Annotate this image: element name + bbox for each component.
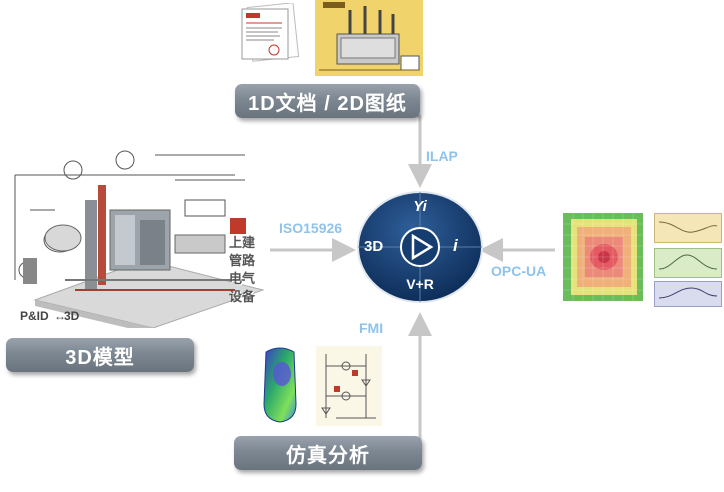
protocol-label-opcua: OPC-UA <box>491 263 547 279</box>
plant-side-labels: 上建 管路 电气 设备 <box>229 234 255 306</box>
plant-3d-model-image <box>5 140 265 334</box>
transformer-drawing-image <box>315 0 423 76</box>
heatmap-grid-image <box>563 213 643 301</box>
3d-caption: 3D <box>64 309 80 323</box>
piping-schematic-image <box>316 346 382 426</box>
3d-model-label-button: 3D模型 <box>6 338 194 372</box>
curve-panel-middle <box>654 248 722 278</box>
protocol-label-fmi: FMI <box>359 320 384 336</box>
protocol-label-ilap: ILAP <box>426 148 458 164</box>
simulation-label-button: 仿真分析 <box>234 436 422 470</box>
hub-segment-right: i <box>453 236 458 255</box>
docs-label-button: 1D文档 / 2D图纸 <box>235 84 420 118</box>
pid-to-3d-arrow-icon: ↔ <box>54 309 66 323</box>
pid-caption: P&ID <box>20 309 49 323</box>
hub-segment-left: 3D <box>364 238 384 255</box>
side-label-civil: 上建 <box>229 235 256 250</box>
side-label-piping: 管路 <box>229 253 256 268</box>
side-label-electrical: 电气 <box>229 271 256 286</box>
certificate-document-image <box>238 2 310 63</box>
hub-segment-top: Yi <box>413 198 427 215</box>
protocol-label-iso15926: ISO15926 <box>279 220 343 236</box>
curve-panel-top <box>654 213 722 243</box>
platform-hub-logo <box>355 190 485 305</box>
hub-segment-bottom: V+R <box>406 276 434 292</box>
stress-simulation-image <box>252 344 308 426</box>
curve-panel-bottom <box>654 281 722 307</box>
side-label-equipment: 设备 <box>229 289 256 304</box>
